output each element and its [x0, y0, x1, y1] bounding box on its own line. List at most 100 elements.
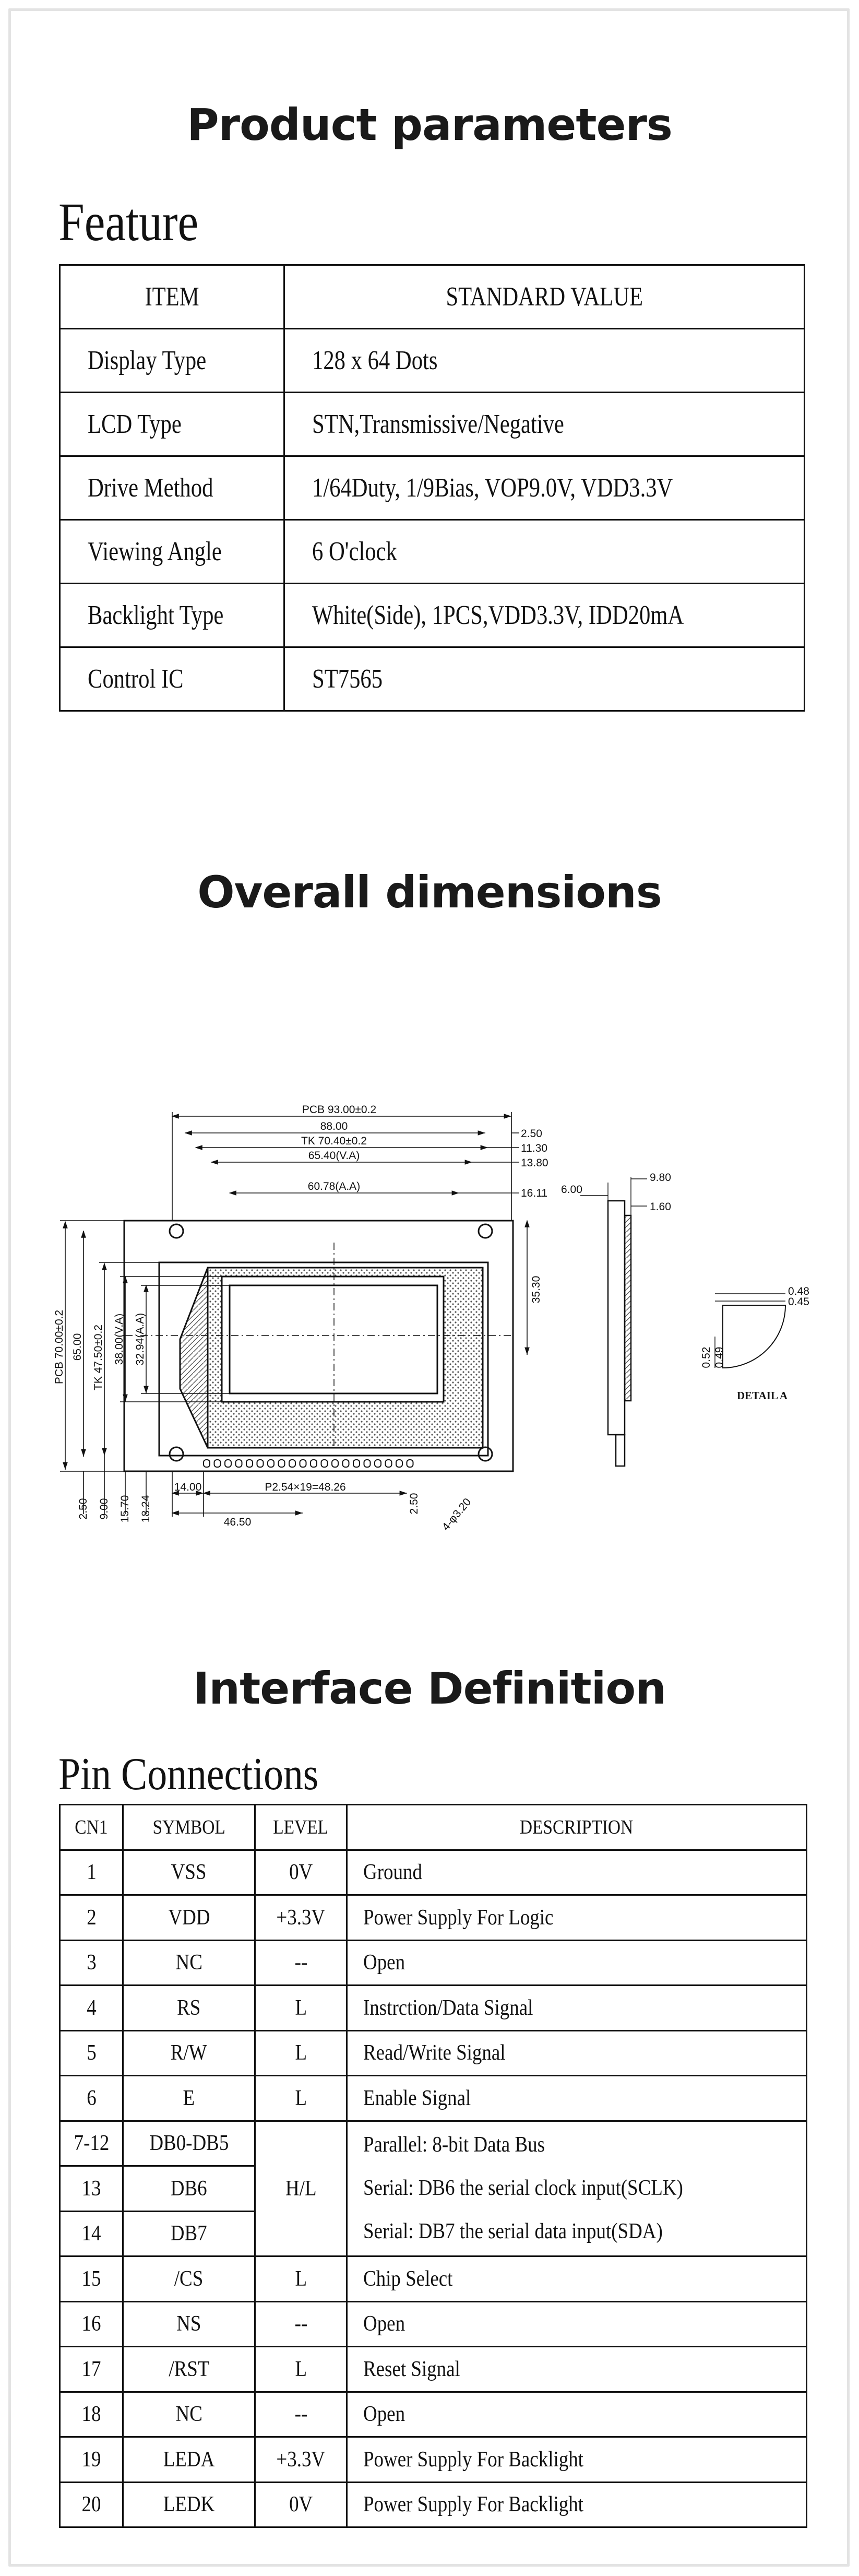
pin-header-row: CN1 SYMBOL LEVEL DESCRIPTION	[59, 1804, 807, 1851]
pin-symbol: /RST	[122, 2346, 256, 2393]
feature-item: LCD Type	[59, 392, 285, 457]
feature-table: ITEM STANDARD VALUE Display Type 128 x 6…	[59, 264, 805, 712]
pin-level: L	[254, 2346, 348, 2393]
pin-symbol: LEDA	[122, 2436, 256, 2483]
pin-number: 7-12	[59, 2120, 124, 2167]
pin-description: Power Supply For Backlight	[346, 2481, 807, 2528]
feature-title: Feature	[58, 192, 199, 252]
pin-number: 20	[59, 2481, 124, 2528]
section-title-product-parameters: Product parameters	[187, 99, 673, 150]
pin-level: +3.3V	[254, 1894, 348, 1941]
pin-symbol: DB0-DB5	[122, 2120, 256, 2167]
pin-symbol: DB7	[122, 2210, 256, 2257]
pin-row: 19 LEDA +3.3V Power Supply For Backlight	[59, 2436, 807, 2483]
pin-row: 7-12 DB0-DB5 H/L Parallel: 8-bit Data Bu…	[59, 2120, 807, 2257]
pin-header-description: DESCRIPTION	[346, 1804, 807, 1851]
pin-symbol: NC	[122, 1939, 256, 1986]
pin-level-merged: H/L	[254, 2120, 348, 2257]
pin-number: 14	[59, 2210, 124, 2257]
page-frame	[8, 8, 850, 2567]
pin-level: --	[254, 2391, 348, 2438]
pin-symbol: VDD	[122, 1894, 256, 1941]
section-title-overall-dimensions: Overall dimensions	[197, 867, 662, 918]
section-title-interface-definition: Interface Definition	[193, 1663, 666, 1714]
pin-number: 6	[59, 2075, 124, 2122]
pin-description: Instrction/Data Signal	[346, 1984, 807, 2031]
feature-row: Drive Method 1/64Duty, 1/9Bias, VOP9.0V,…	[59, 455, 805, 521]
pin-row: 17 /RST L Reset Signal	[59, 2346, 807, 2393]
pin-number: 18	[59, 2391, 124, 2438]
feature-item: Display Type	[59, 328, 285, 393]
pin-level: --	[254, 2300, 348, 2347]
pin-description: Reset Signal	[346, 2346, 807, 2393]
pin-level: L	[254, 2255, 348, 2302]
pin-number: 15	[59, 2255, 124, 2302]
pin-number: 13	[59, 2165, 124, 2212]
pin-row: 5 R/W L Read/Write Signal	[59, 2029, 807, 2076]
pin-description: Open	[346, 1939, 807, 1986]
pin-description: Ground	[346, 1849, 807, 1896]
feature-header-row: ITEM STANDARD VALUE	[59, 264, 805, 329]
feature-item: Control IC	[59, 646, 285, 712]
pin-symbol: NS	[122, 2300, 256, 2347]
pin-connections-title: Pin Connections	[58, 1749, 319, 1800]
pin-row: 2 VDD +3.3V Power Supply For Logic	[59, 1894, 807, 1941]
pin-row: 13 DB6	[59, 2165, 807, 2212]
feature-value: 1/64Duty, 1/9Bias, VOP9.0V, VDD3.3V	[283, 455, 805, 521]
pin-row: 16 NS -- Open	[59, 2300, 807, 2347]
pin-symbol: DB6	[122, 2165, 256, 2212]
pin-description: Power Supply For Backlight	[346, 2436, 807, 2483]
feature-value: White(Side), 1PCS,VDD3.3V, IDD20mA	[283, 583, 805, 648]
feature-row: LCD Type STN,Transmissive/Negative	[59, 392, 805, 457]
pin-row: 3 NC -- Open	[59, 1939, 807, 1986]
pin-symbol: RS	[122, 1984, 256, 2031]
pin-row: 14 DB7	[59, 2210, 807, 2257]
pin-description: Power Supply For Logic	[346, 1894, 807, 1941]
feature-value: STN,Transmissive/Negative	[283, 392, 805, 457]
pin-symbol: LEDK	[122, 2481, 256, 2528]
feature-value: 6 O'clock	[283, 519, 805, 584]
feature-item: Backlight Type	[59, 583, 285, 648]
pin-symbol: VSS	[122, 1849, 256, 1896]
pin-header-cn1: CN1	[59, 1804, 124, 1851]
pin-level: L	[254, 1984, 348, 2031]
pin-number: 16	[59, 2300, 124, 2347]
pin-header-symbol: SYMBOL	[122, 1804, 256, 1851]
pin-symbol: E	[122, 2075, 256, 2122]
feature-value: ST7565	[283, 646, 805, 712]
feature-value: 128 x 64 Dots	[283, 328, 805, 393]
pin-symbol: R/W	[122, 2029, 256, 2076]
pin-level: L	[254, 2029, 348, 2076]
pin-number: 4	[59, 1984, 124, 2031]
pin-row: 4 RS L Instrction/Data Signal	[59, 1984, 807, 2031]
pin-level: 0V	[254, 2481, 348, 2528]
feature-row: Control IC ST7565	[59, 646, 805, 712]
pin-number: 3	[59, 1939, 124, 1986]
pin-description-bus: Parallel: 8-bit Data Bus Serial: DB6 the…	[346, 2120, 807, 2257]
pin-level: L	[254, 2075, 348, 2122]
feature-item: Drive Method	[59, 455, 285, 521]
pin-number: 17	[59, 2346, 124, 2393]
pin-number: 19	[59, 2436, 124, 2483]
pin-table: CN1 SYMBOL LEVEL DESCRIPTION 1 VSS 0V Gr…	[59, 1804, 807, 2528]
feature-row: Viewing Angle 6 O'clock	[59, 519, 805, 584]
pin-header-level: LEVEL	[254, 1804, 348, 1851]
pin-number: 5	[59, 2029, 124, 2076]
pin-level: +3.3V	[254, 2436, 348, 2483]
pin-row: 20 LEDK 0V Power Supply For Backlight	[59, 2481, 807, 2528]
pin-row: 1 VSS 0V Ground	[59, 1849, 807, 1896]
feature-row: Display Type 128 x 64 Dots	[59, 328, 805, 393]
pin-symbol: /CS	[122, 2255, 256, 2302]
pin-row: 6 E L Enable Signal	[59, 2075, 807, 2122]
pin-description: Read/Write Signal	[346, 2029, 807, 2076]
feature-row: Backlight Type White(Side), 1PCS,VDD3.3V…	[59, 583, 805, 648]
pin-level: 0V	[254, 1849, 348, 1896]
pin-symbol: NC	[122, 2391, 256, 2438]
pin-description: Enable Signal	[346, 2075, 807, 2122]
pin-number: 2	[59, 1894, 124, 1941]
feature-item: Viewing Angle	[59, 519, 285, 584]
feature-header-value: STANDARD VALUE	[283, 264, 805, 329]
pin-row: 15 /CS L Chip Select	[59, 2255, 807, 2302]
feature-header-item: ITEM	[59, 264, 285, 329]
pin-description: Chip Select	[346, 2255, 807, 2302]
